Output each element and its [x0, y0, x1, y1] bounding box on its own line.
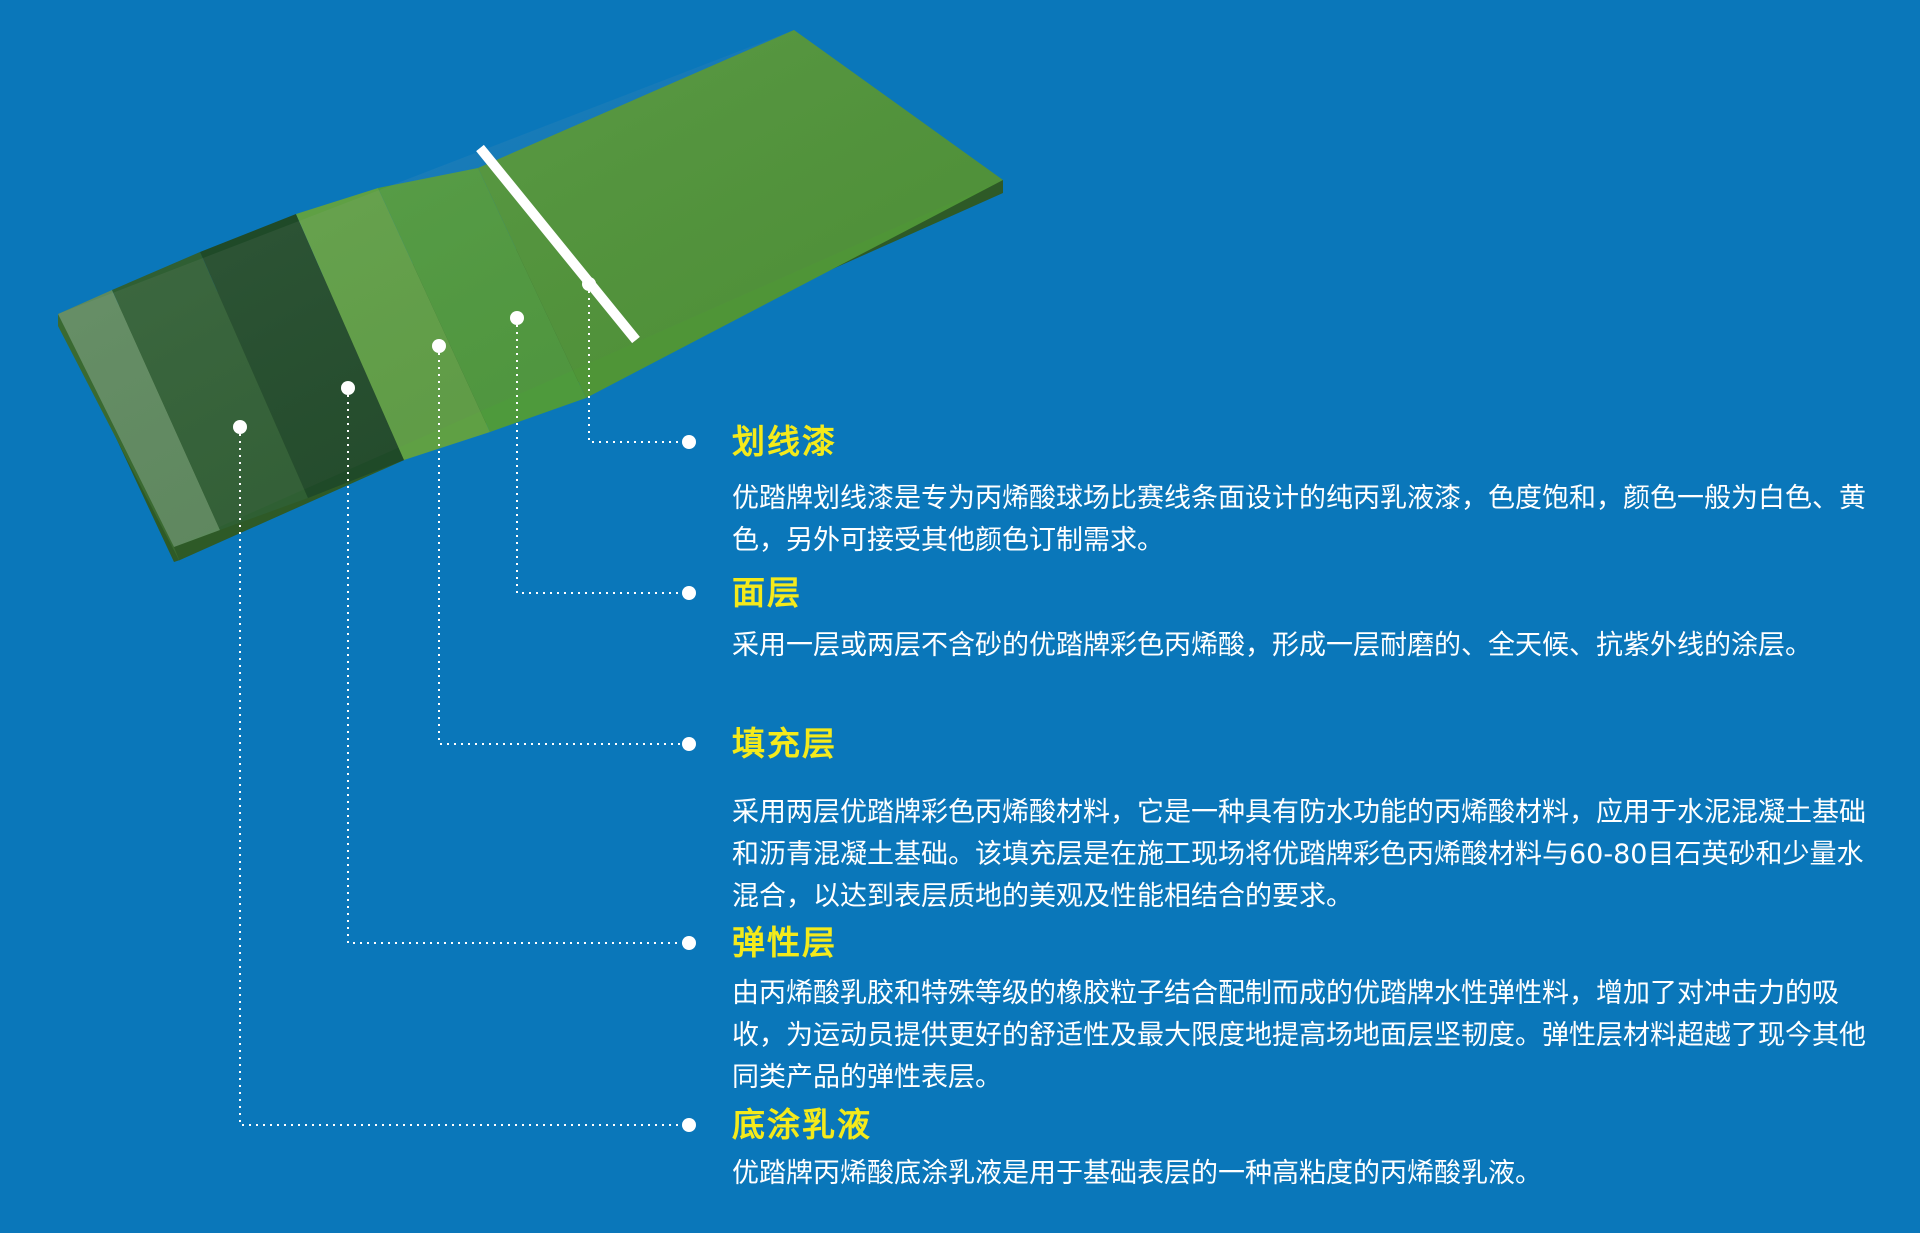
layer-primer: 底涂乳液 优踏牌丙烯酸底涂乳液是用于基础表层的一种高粘度的丙烯酸乳液。: [732, 1105, 1872, 1195]
layer-filler: 填充层 采用两层优踏牌彩色丙烯酸材料，它是一种具有防水功能的丙烯酸材料，应用于水…: [732, 724, 1872, 918]
layer-title: 底涂乳液: [732, 1105, 872, 1144]
layer-title: 填充层: [732, 724, 837, 763]
layer-markers: [233, 277, 596, 434]
layer-top-coat: 面层 采用一层或两层不含砂的优踏牌彩色丙烯酸，形成一层耐磨的、全天候、抗紫外线的…: [732, 573, 1872, 667]
bullet-cushion-layer: [682, 936, 696, 950]
marker-dot-filler-layer: [432, 339, 446, 353]
leader-line-primer: [239, 427, 689, 1126]
layer-description: 采用一层或两层不含砂的优踏牌彩色丙烯酸，形成一层耐磨的、全天候、抗紫外线的涂层。: [732, 630, 1812, 661]
marker-dot-top-layer: [510, 311, 524, 325]
layer-line-paint: 划线漆 优踏牌划线漆是专为丙烯酸球场比赛线条面设计的纯丙乳液漆，色度饱和，颜色一…: [732, 422, 1872, 562]
bullet-filler-layer: [682, 737, 696, 751]
layer-title: 弹性层: [732, 923, 837, 962]
layer-title: 面层: [732, 573, 802, 612]
court-sample-front-edge: [58, 314, 180, 562]
bullet-top-layer: [682, 586, 696, 600]
layer-title: 划线漆: [732, 422, 837, 461]
layer-description: 优踏牌划线漆是专为丙烯酸球场比赛线条面设计的纯丙乳液漆，色度饱和，颜色一般为白色…: [732, 483, 1866, 556]
layer-cushion: 弹性层 由丙烯酸乳胶和特殊等级的橡胶粒子结合配制而成的优踏牌水性弹性料，增加了对…: [732, 923, 1872, 1099]
layer-description: 由丙烯酸乳胶和特殊等级的橡胶粒子结合配制而成的优踏牌水性弹性料，增加了对冲击力的…: [732, 978, 1866, 1093]
line-paint-stripe: [476, 144, 640, 344]
bullet-line-paint: [682, 435, 696, 449]
leader-line-top-layer: [516, 318, 689, 594]
title-bullets: [682, 435, 696, 1132]
marker-dot-primer: [233, 420, 247, 434]
layer-description: 优踏牌丙烯酸底涂乳液是用于基础表层的一种高粘度的丙烯酸乳液。: [732, 1158, 1542, 1189]
leader-lines: [239, 284, 689, 1126]
marker-dot-line-paint: [582, 277, 596, 291]
leader-line-line-paint: [588, 284, 689, 443]
court-sample-sheen: [58, 30, 1003, 547]
bullet-primer: [682, 1118, 696, 1132]
leader-line-cushion-layer: [347, 388, 689, 944]
layer-description: 采用两层优踏牌彩色丙烯酸材料，它是一种具有防水功能的丙烯酸材料，应用于水泥混凝土…: [732, 797, 1866, 912]
marker-dot-cushion-layer: [341, 381, 355, 395]
